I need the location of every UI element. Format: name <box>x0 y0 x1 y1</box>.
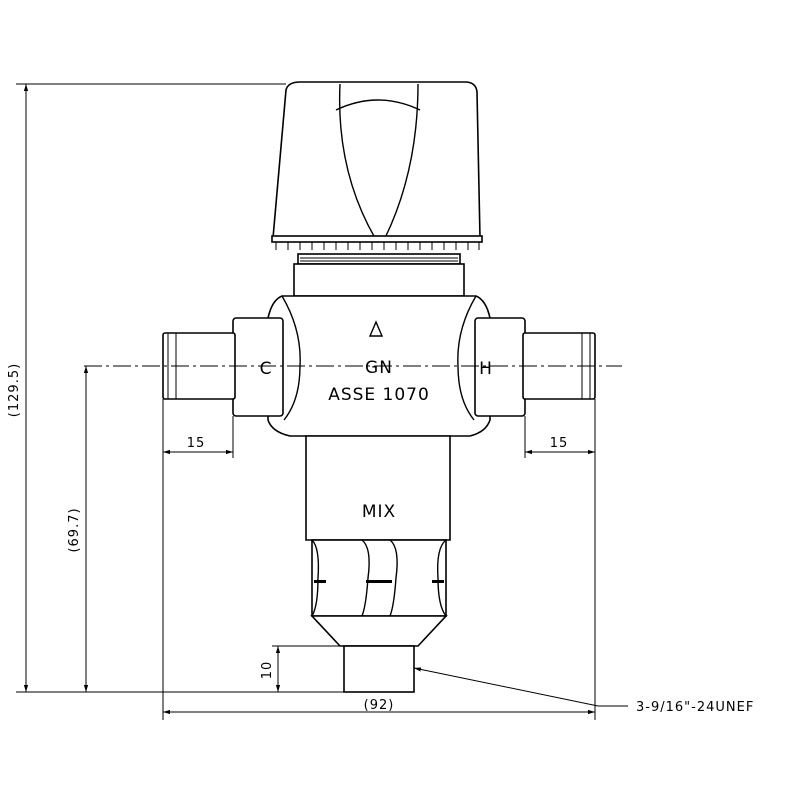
thread-length-label: 10 <box>260 661 275 680</box>
hot-inlet <box>474 317 596 417</box>
flow-direction-icon <box>368 320 384 337</box>
hex-flat-marks <box>314 580 444 583</box>
knob-grip-teeth <box>272 241 482 250</box>
hot-marking: H <box>479 359 493 379</box>
cold-inlet <box>162 317 284 417</box>
centerline-height-label: (69.7) <box>67 507 82 552</box>
overall-width-label: (92) <box>364 698 395 713</box>
left-inlet-length-label: 15 <box>187 436 206 451</box>
standard-marking: ASSE 1070 <box>328 385 430 405</box>
model-marking: GN <box>365 358 393 378</box>
dimension-lines <box>16 83 628 720</box>
dimension-labels: (129.5) (69.7) 10 (92) 15 15 3-9/16"-24U… <box>7 363 754 715</box>
temperature-knob <box>271 81 483 250</box>
thread-spec-label: 3-9/16"-24UNEF <box>636 700 754 715</box>
mix-marking: MIX <box>362 502 396 522</box>
overall-height-label: (129.5) <box>7 363 22 417</box>
bonnet <box>293 253 465 297</box>
body-markings: GN ASSE 1070 C H MIX <box>260 320 493 522</box>
cold-marking: C <box>260 359 273 379</box>
right-inlet-length-label: 15 <box>550 436 569 451</box>
outlet-neck <box>305 435 451 693</box>
